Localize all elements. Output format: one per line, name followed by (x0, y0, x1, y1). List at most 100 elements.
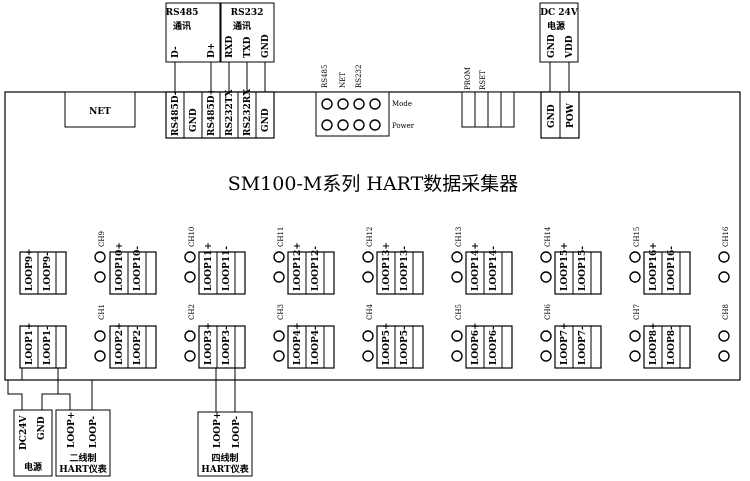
terminal-block (554, 325, 602, 369)
channel-led-2 (273, 350, 285, 362)
loop-plus-label: LOOP7+ (560, 322, 570, 365)
loop-plus-label: LOOP16+ (649, 242, 659, 291)
channel-group: LOOP13+LOOP13-CH13 (376, 227, 463, 295)
loop-minus-label: LOOP1- (43, 326, 53, 365)
loop-plus-label: LOOP10+ (115, 242, 125, 291)
channel-led-1 (273, 251, 285, 263)
comm-wires (174, 62, 266, 92)
channel-led-1 (184, 251, 196, 263)
rs485-box: RS485 通讯 D- D+ (165, 2, 221, 63)
channel-led-2 (362, 271, 374, 283)
rs232-subtitle: 通讯 (233, 20, 251, 32)
terminal-block (376, 251, 424, 295)
terminal-block (376, 325, 424, 369)
rs485-pin-dminus: D- (171, 46, 181, 58)
channel-led-1 (94, 330, 106, 342)
channel-label: CH3 (277, 304, 285, 320)
rs232-pin-rxd: RXD (225, 36, 235, 58)
loop-plus-label: LOOP5+ (382, 322, 392, 365)
rs232-box: RS232 通讯 RXD TXD GND (220, 2, 275, 63)
channel-group: LOOP15+LOOP15-CH15 (554, 227, 641, 295)
terminal-block (465, 251, 513, 295)
terminal-gnd-2: GND (261, 108, 271, 132)
four-wire-loop-plus: LOOP+ (213, 412, 223, 448)
channel-led-2 (718, 350, 730, 362)
channel-group: LOOP3+LOOP3-CH3 (198, 304, 285, 369)
channel-led-1 (362, 251, 374, 263)
two-wire-loop-plus: LOOP+ (67, 412, 77, 448)
two-wire-pin-gnd: GND (37, 416, 47, 440)
prom-rset-block: PROM RSET (461, 67, 515, 128)
channel-label: CH10 (188, 227, 196, 247)
channel-led-1 (273, 330, 285, 342)
channel-led-1 (718, 330, 730, 342)
loop-minus-label: LOOP16- (667, 246, 677, 291)
channel-led-2 (273, 271, 285, 283)
terminal-rs485-plus: RS485D+ (207, 88, 217, 136)
four-wire-wiring (215, 368, 236, 412)
channel-group: LOOP16+LOOP16-CH16 (643, 226, 730, 295)
channel-group: LOOP2+LOOP2-CH2 (109, 304, 196, 369)
net-module (64, 91, 136, 128)
loop-plus-label: LOOP14+ (471, 242, 481, 291)
rs485-title: RS485 (166, 8, 199, 18)
loop-minus-label: LOOP9- (43, 252, 53, 291)
dc24v-pin-vdd: VDD (565, 35, 575, 59)
loop-plus-label: LOOP8+ (649, 322, 659, 365)
channel-led-1 (451, 330, 463, 342)
net-label: NET (89, 107, 111, 117)
channel-group: LOOP5+ LOOP5- CH5 (376, 304, 463, 369)
channel-led-2 (94, 350, 106, 362)
rs232-pin-gnd: GND (261, 34, 271, 58)
led-row-mode: Mode (392, 100, 412, 108)
loop-minus-label: LOOP13- (400, 246, 410, 291)
loop-plus-label: LOOP1+ (25, 322, 35, 365)
channel-label: CH12 (366, 227, 374, 247)
loop-minus-label: LOOP14- (489, 246, 499, 291)
channel-label: CH5 (455, 304, 463, 320)
terminal-rs232-rx: RS232RX (243, 89, 253, 136)
channel-group: LOOP4+LOOP4-CH4 (287, 304, 374, 369)
channel-group: LOOP14+ LOOP14- CH14 (465, 226, 552, 295)
terminal-block (109, 251, 157, 295)
loop-minus-label: LOOP10- (133, 246, 143, 291)
channel-led-2 (451, 271, 463, 283)
channel-led-2 (362, 350, 374, 362)
channel-led-2 (451, 350, 463, 362)
channel-led-1 (184, 330, 196, 342)
two-wire-power-label: 电源 (24, 461, 42, 473)
terminal-block (19, 325, 67, 369)
two-wire-line1: 二线制 (69, 452, 96, 464)
prom-label: PROM (464, 67, 472, 90)
channel-label: CH1 (98, 304, 106, 320)
loop-plus-label: LOOP4+ (293, 322, 303, 365)
power-terminal-gnd: GND (547, 104, 557, 128)
channel-group: LOOP11+LOOP11-CH11 (198, 227, 285, 295)
terminal-block (643, 325, 691, 369)
channel-led-2 (94, 271, 106, 283)
four-wire-line1: 四线制 (211, 452, 238, 464)
led-label-rs232: RS232 (355, 65, 363, 88)
channel-label: CH14 (544, 226, 552, 247)
terminal-block (198, 325, 246, 369)
channel-led-1 (362, 330, 374, 342)
rset-label: RSET (479, 70, 487, 90)
terminal-block (109, 325, 157, 369)
two-wire-loop-minus: LOOP- (89, 416, 99, 448)
loop-minus-label: LOOP6- (489, 326, 499, 365)
loop-plus-label: LOOP12+ (293, 242, 303, 291)
led-label-net: NET (339, 72, 347, 88)
channel-group: LOOP12+LOOP12-CH12 (287, 227, 374, 295)
loop-plus-label: LOOP6+ (471, 322, 481, 365)
loop-minus-label: LOOP5- (400, 326, 410, 365)
channel-group: LOOP6+LOOP6-CH6 (465, 304, 552, 369)
channel-label: CH2 (188, 304, 196, 320)
two-wire-line2: HART仪表 (59, 463, 108, 475)
channel-led-1 (629, 251, 641, 263)
two-wire-power-box: DC24V GND 电源 (13, 409, 53, 477)
channel-label: CH9 (98, 231, 106, 247)
two-wire-wiring (7, 368, 93, 410)
loop-plus-label: LOOP3+ (204, 322, 214, 365)
device-title: SM100-M系列 HART数据采集器 (228, 173, 519, 195)
channel-row-bottom: LOOP1+LOOP1-CH1LOOP2+LOOP2-CH2LOOP3+LOOP… (19, 304, 730, 369)
